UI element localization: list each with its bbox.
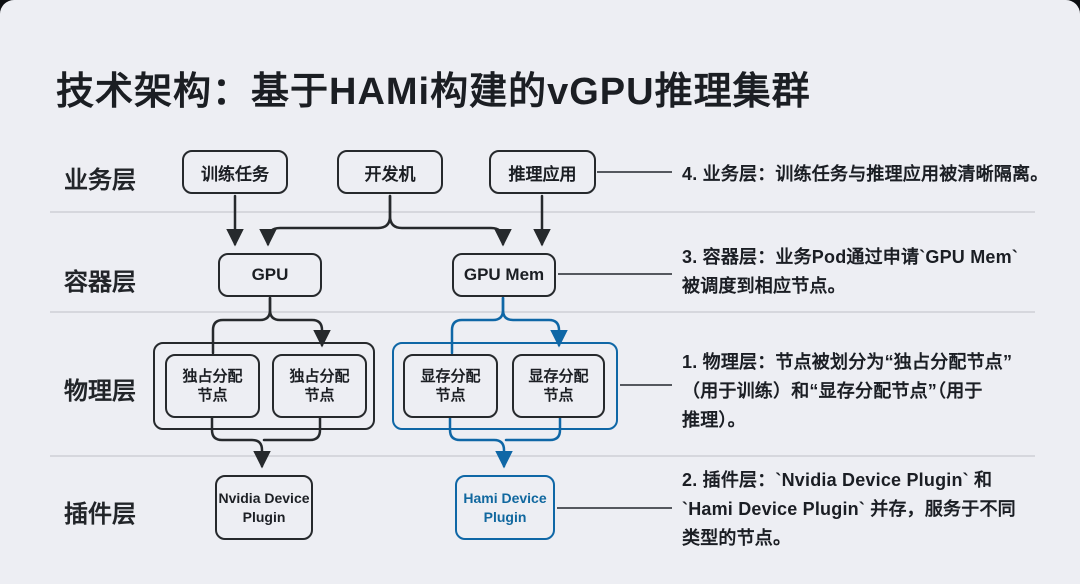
node-devbox: 开发机 [337,150,443,194]
node-exclusive-1-line2: 节点 [197,387,228,404]
node-exclusive-2: 独占分配 节点 [272,354,367,418]
node-hami-plugin-line2: Plugin [483,508,527,525]
node-memalloc-2-line2: 节点 [543,387,574,404]
edge-gpu-to-exclusive-2 [268,296,331,348]
annotation-physical-line1: 1. 物理层：节点被划分为“独占分配节点” [682,352,1013,372]
annotation-physical: 1. 物理层：节点被划分为“独占分配节点” （用于训练）和“显存分配节点”（用于… [682,348,1012,435]
divider-business-container [50,211,1035,213]
page-title: 技术架构：基于HAMi构建的vGPU推理集群 [56,71,811,113]
node-inference-app: 推理应用 [489,150,596,194]
node-exclusive-2-line1: 独占分配 [289,368,350,385]
layer-label-physical: 物理层 [64,378,136,405]
annotation-plugin-line3: 类型的节点。 [682,528,792,548]
node-memalloc-1: 显存分配 节点 [403,354,498,418]
edge-gpumem-to-memnode-2 [501,296,568,348]
layer-label-plugin: 插件层 [64,501,136,528]
annotation-physical-line2: （用于训练）和“显存分配节点”（用于 [682,381,983,401]
annotation-container-line1: 3. 容器层：业务Pod通过申请`GPU Mem` [682,247,1019,267]
divider-physical-plugin [50,455,1035,457]
node-train-task-label: 训练任务 [201,164,269,184]
node-memalloc-2: 显存分配 节点 [512,354,605,418]
node-memalloc-2-line1: 显存分配 [528,368,589,385]
node-gpu-mem-label: GPU Mem [463,265,545,284]
annotation-physical-line3: 推理）。 [682,410,746,430]
node-nvidia-plugin-line1: Nvidia Device [218,490,310,506]
node-nvidia-plugin: Nvidia Device Plugin [215,475,313,540]
annotation-business-line: 4. 业务层：训练任务与推理应用被清晰隔离。 [682,164,1049,184]
layer-label-container: 容器层 [64,269,136,296]
node-nvidia-plugin-line2: Plugin [242,508,286,525]
edge-devbox-to-gpumem [388,194,512,247]
node-exclusive-1-line1: 独占分配 [182,368,243,385]
node-exclusive-2-line2: 节点 [304,387,335,404]
node-memalloc-1-line1: 显存分配 [420,368,481,385]
annotation-plugin: 2. 插件层：`Nvidia Device Plugin` 和 `Hami De… [682,466,1016,553]
node-exclusive-1: 独占分配 节点 [165,354,260,418]
annotation-plugin-line2: `Hami Device Plugin` 并存，服务于不同 [682,499,1016,519]
node-gpu-label: GPU [251,265,289,284]
edge-devbox-to-gpu [259,194,392,247]
divider-container-physical [50,311,1035,313]
annotation-container: 3. 容器层：业务Pod通过申请`GPU Mem` 被调度到相应节点。 [682,243,1018,301]
node-train-task: 训练任务 [182,150,288,194]
node-hami-plugin-line1: Hami Device [463,490,547,506]
annotation-business: 4. 业务层：训练任务与推理应用被清晰隔离。 [682,160,1048,189]
node-memalloc-1-line2: 节点 [435,387,466,404]
node-hami-plugin: Hami Device Plugin [455,475,555,540]
node-gpu: GPU [218,253,322,297]
annotation-container-line2: 被调度到相应节点。 [682,276,846,296]
node-devbox-label: 开发机 [364,164,416,184]
annotation-plugin-line1: 2. 插件层：`Nvidia Device Plugin` 和 [682,470,993,490]
node-gpu-mem: GPU Mem [452,253,556,297]
layer-label-business: 业务层 [64,167,136,194]
node-inference-app-label: 推理应用 [508,164,577,184]
